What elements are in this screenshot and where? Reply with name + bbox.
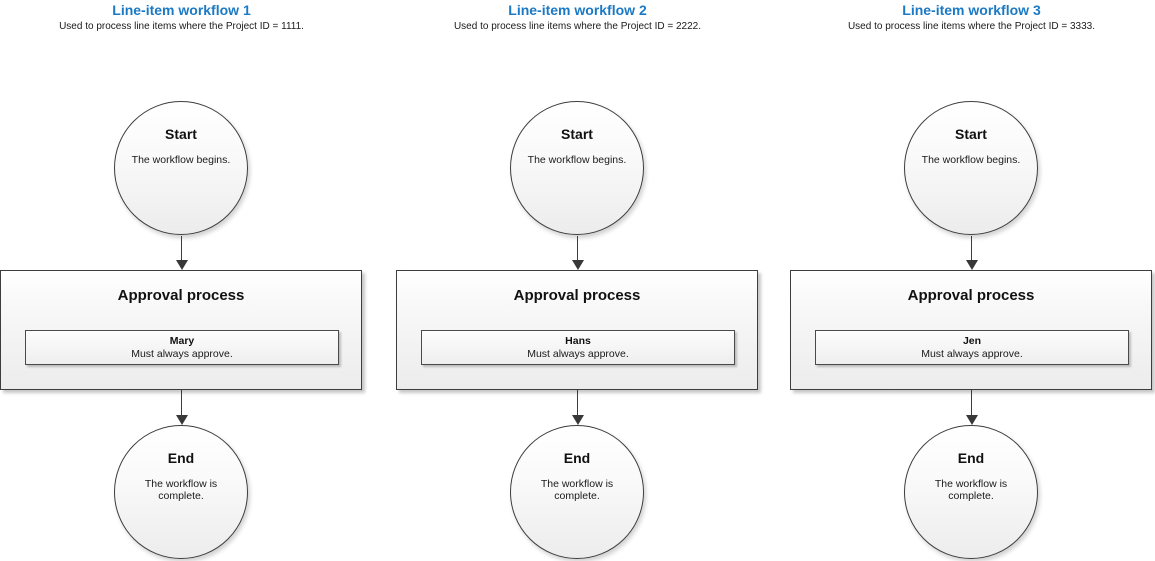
approver-step[interactable]: Hans Must always approve. (421, 330, 735, 365)
workflow-subtitle: Used to process line items where the Pro… (453, 21, 702, 32)
connector-line (180, 236, 183, 260)
end-node-description: The workflow is complete. (540, 478, 614, 502)
connector-line (576, 236, 579, 260)
arrowhead-down-icon (571, 260, 584, 270)
workflow-title: Line-item workflow 2 (508, 2, 647, 18)
start-node-description: The workflow begins. (527, 154, 627, 166)
workflow-subtitle: Used to process line items where the Pro… (59, 21, 304, 32)
start-node-label: Start (955, 126, 987, 142)
end-node-label: End (167, 450, 195, 466)
start-node-description: The workflow begins. (131, 154, 231, 166)
approver-name: Mary (169, 335, 195, 347)
arrowhead-down-icon (965, 415, 978, 425)
connector-approval-to-end (965, 390, 978, 425)
approval-process-label: Approval process (117, 287, 245, 304)
arrowhead-down-icon (175, 415, 188, 425)
connector-start-to-approval (175, 236, 188, 270)
start-node[interactable]: Start The workflow begins. (510, 101, 644, 235)
connector-start-to-approval (571, 236, 584, 270)
arrowhead-down-icon (175, 260, 188, 270)
workflow-title: Line-item workflow 1 (112, 2, 251, 18)
approver-step[interactable]: Mary Must always approve. (25, 330, 339, 365)
workflow-column-3: Line-item workflow 3 Used to process lin… (790, 0, 1153, 561)
approver-rule: Must always approve. (921, 348, 1023, 360)
arrowhead-down-icon (571, 415, 584, 425)
approval-process-label: Approval process (907, 287, 1035, 304)
connector-approval-to-end (175, 390, 188, 425)
start-node-label: Start (561, 126, 593, 142)
start-node-description: The workflow begins. (921, 154, 1021, 166)
end-node-description: The workflow is complete. (144, 478, 218, 502)
workflow-title: Line-item workflow 3 (902, 2, 1041, 18)
workflow-column-1: Line-item workflow 1 Used to process lin… (0, 0, 363, 561)
connector-line (180, 390, 183, 415)
end-node[interactable]: End The workflow is complete. (510, 425, 644, 559)
end-node[interactable]: End The workflow is complete. (114, 425, 248, 559)
approver-name: Jen (962, 335, 982, 347)
approver-name: Hans (565, 335, 591, 347)
end-node-description: The workflow is complete. (934, 478, 1008, 502)
approval-process-node[interactable]: Approval process Jen Must always approve… (790, 270, 1152, 390)
end-node-label: End (563, 450, 591, 466)
approver-rule: Must always approve. (527, 348, 629, 360)
connector-line (970, 390, 973, 415)
connector-start-to-approval (965, 236, 978, 270)
start-node[interactable]: Start The workflow begins. (904, 101, 1038, 235)
start-node[interactable]: Start The workflow begins. (114, 101, 248, 235)
arrowhead-down-icon (965, 260, 978, 270)
workflow-subtitle: Used to process line items where the Pro… (847, 21, 1096, 32)
approver-step[interactable]: Jen Must always approve. (815, 330, 1129, 365)
approver-rule: Must always approve. (131, 348, 233, 360)
approval-process-node[interactable]: Approval process Hans Must always approv… (396, 270, 758, 390)
end-node-label: End (957, 450, 985, 466)
end-node[interactable]: End The workflow is complete. (904, 425, 1038, 559)
start-node-label: Start (165, 126, 197, 142)
connector-approval-to-end (571, 390, 584, 425)
workflow-column-2: Line-item workflow 2 Used to process lin… (396, 0, 759, 561)
approval-process-label: Approval process (513, 287, 641, 304)
connector-line (970, 236, 973, 260)
approval-process-node[interactable]: Approval process Mary Must always approv… (0, 270, 362, 390)
connector-line (576, 390, 579, 415)
